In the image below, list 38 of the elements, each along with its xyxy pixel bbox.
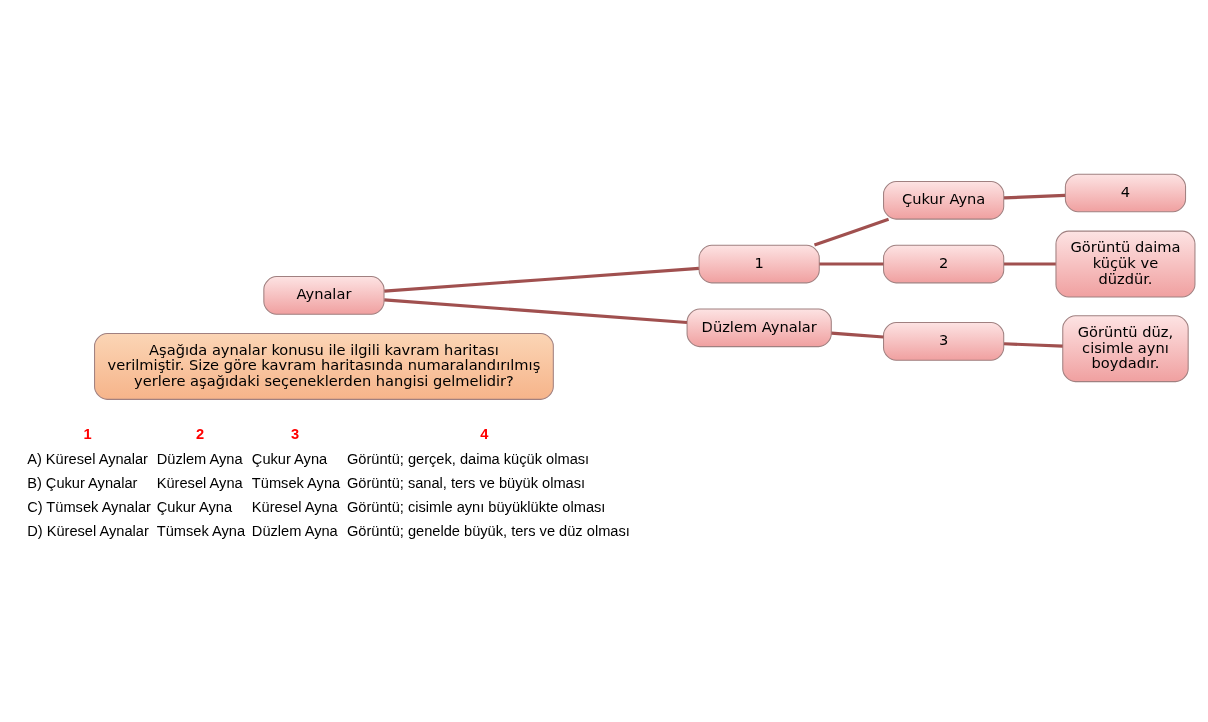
connector — [384, 266, 699, 293]
label: Küresel Ayna — [156, 474, 243, 491]
label: Görüntü; gerçek, daima küçük olması — [346, 450, 590, 467]
node-box: Aşağıda aynalar konusu ile ilgili kavram haritası verilmiştir. Size göre kavram haritasında numaralandırılmış yerlere aşağıdaki seçeneklerden hangisi gelmelidir? — [94, 332, 554, 400]
label: Küresel Ayna — [251, 498, 338, 515]
node-box: Aynalar — [263, 275, 385, 315]
label: D) Küresel Aynalar — [27, 522, 149, 539]
node-box: Düzlem Aynalar — [686, 307, 832, 347]
label: Tümsek Ayna — [251, 474, 341, 491]
node-box: 3 — [883, 321, 1005, 361]
label: 4 — [480, 425, 489, 442]
node-box: 1 — [698, 244, 820, 283]
connector — [1003, 193, 1066, 199]
node-box: 4 — [1064, 173, 1187, 212]
label: 2 — [195, 425, 205, 442]
connector — [831, 331, 884, 339]
label: C) Tümsek Aynalar — [27, 498, 151, 515]
label: B) Çukur Aynalar — [27, 474, 138, 491]
node-box: Görüntü düz, cisimle aynı boydadır. — [1062, 314, 1189, 382]
label: 3 — [291, 425, 300, 442]
connector — [813, 217, 890, 247]
label: Düzlem Ayna — [156, 450, 243, 467]
label: Çukur Ayna — [251, 450, 328, 467]
connector — [1003, 341, 1063, 348]
label: Görüntü; genelde büyük, ters ve düz olması — [346, 522, 630, 539]
node-box: 2 — [883, 244, 1005, 283]
connector — [384, 297, 688, 324]
label: Tümsek Ayna — [156, 522, 246, 539]
connector — [1004, 262, 1056, 266]
node-box: Çukur Ayna — [883, 180, 1005, 220]
label: Görüntü; cisimle aynı büyüklükte olması — [346, 498, 606, 515]
label: 1 — [83, 425, 92, 442]
label: Düzlem Ayna — [251, 522, 338, 539]
label: Çukur Ayna — [156, 498, 233, 515]
label: Görüntü; sanal, ters ve büyük olması — [346, 474, 586, 491]
node-box: Görüntü daima küçük ve düzdür. — [1055, 230, 1196, 297]
connector — [819, 262, 884, 266]
label: A) Küresel Aynalar — [27, 450, 149, 467]
